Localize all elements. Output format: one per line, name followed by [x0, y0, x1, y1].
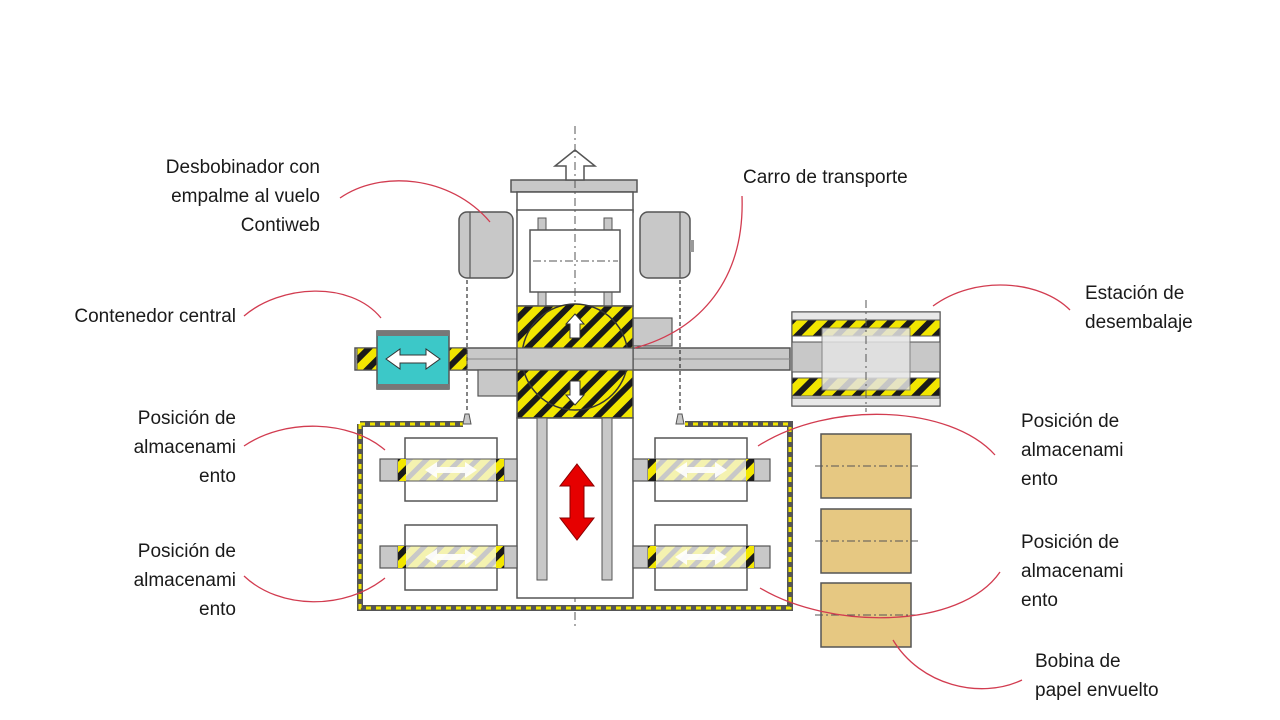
- leader-unwinder: [339, 180, 491, 223]
- unwinder: [458, 179, 694, 307]
- central-container: [356, 330, 468, 390]
- label-wrapped-reel: Bobina de papel envuelto: [1035, 651, 1159, 701]
- leader-left-top: [243, 425, 386, 451]
- leader-right-top: [757, 413, 996, 456]
- carriage-down-arrow-icon: [564, 380, 586, 406]
- leader-unpacking: [932, 284, 1071, 311]
- leader-left-bottom: [243, 575, 386, 603]
- label-storage-right-top: Posición de almacenami ento: [1021, 411, 1124, 490]
- leader-lines: [243, 180, 1071, 690]
- leader-reel: [892, 639, 1023, 690]
- transport-carriage: [516, 303, 634, 419]
- label-storage-right-bottom: Posición de almacenami ento: [1021, 532, 1124, 611]
- carriage-up-arrow-icon: [564, 313, 586, 339]
- label-storage-left-top: Posición de almacenami ento: [133, 408, 236, 487]
- leader-central-container: [243, 290, 382, 319]
- label-central-container: Contenedor central: [74, 306, 236, 327]
- label-unwinder: Desbobinador con empalme al vuelo Contiw…: [165, 157, 320, 236]
- left-right-arrow-icon: [385, 348, 441, 370]
- leader-carriage: [634, 195, 743, 349]
- red-up-down-arrow-icon: [558, 463, 596, 541]
- label-storage-left-bottom: Posición de almacenami ento: [133, 541, 236, 620]
- storage-right-bottom: [632, 524, 771, 591]
- label-transport-carriage: Carro de transporte: [743, 167, 908, 188]
- leader-right-bottom: [759, 571, 1001, 619]
- label-unpacking-station: Estación de desembalaje: [1085, 283, 1193, 333]
- vertical-lift: [516, 417, 634, 599]
- unpacking-station: [791, 300, 941, 412]
- storage-left-top: [379, 437, 518, 502]
- storage-frame: [357, 421, 793, 611]
- storage-right-top: [632, 437, 771, 502]
- storage-left-bottom: [379, 524, 518, 591]
- wrapped-reels: [815, 433, 918, 648]
